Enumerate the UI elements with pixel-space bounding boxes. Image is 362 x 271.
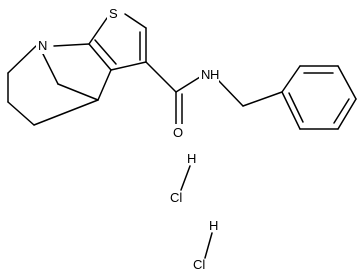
atom-cl-salt-2: Cl [193,257,205,271]
atom-h-salt-1: H [187,151,196,166]
bond-n-c7a [53,43,90,47]
bond-ph-1 [281,65,301,93]
bond-ph-6 [281,91,301,130]
thiophene-ring [88,13,147,71]
bond-ph-3 [337,65,357,100]
hcl-salts [180,165,213,259]
atom-cl-salt-1: Cl [170,190,182,205]
amide-group [145,61,283,125]
bond-n-bridge-top [7,45,37,74]
bond-c3-c3a [110,61,147,71]
bond-s-c2 [124,13,147,29]
atom-s-ring: S [109,6,118,21]
bond-bridge-to-ch [33,99,99,126]
atom-n-amide: N [201,67,210,82]
bond-c7a-c3a-double [94,39,117,65]
bond-ch-c3a [97,69,112,101]
atom-n-ring: N [38,38,47,53]
bond-carbonyl-n [175,76,201,93]
bond-c3-carbonyl [145,61,177,93]
bond-ph-inner-3 [288,92,304,123]
bond-ch2-phenyl [242,91,283,107]
bond-c7a-s [88,17,108,45]
atom-h-salt-2: H [209,218,218,233]
bond-ph-4 [337,98,357,130]
bond-h-cl-2 [204,232,213,259]
bond-n-bridge-down [41,51,59,85]
bond-bridge-mid [57,83,99,101]
bond-ph-inner-2 [333,98,350,124]
bond-n-ch2 [217,79,244,107]
phenyl-ring [281,65,357,130]
bond-h-cl-1 [180,165,191,191]
bond-c7a-c3a [88,43,112,71]
bond-bridge-bottom [7,101,35,126]
atom-labels: N S O N H H Cl H Cl [36,4,219,271]
atom-h-amide: H [210,67,219,82]
bicyclic-bridge [7,43,112,126]
atom-o-carbonyl: O [173,125,183,140]
